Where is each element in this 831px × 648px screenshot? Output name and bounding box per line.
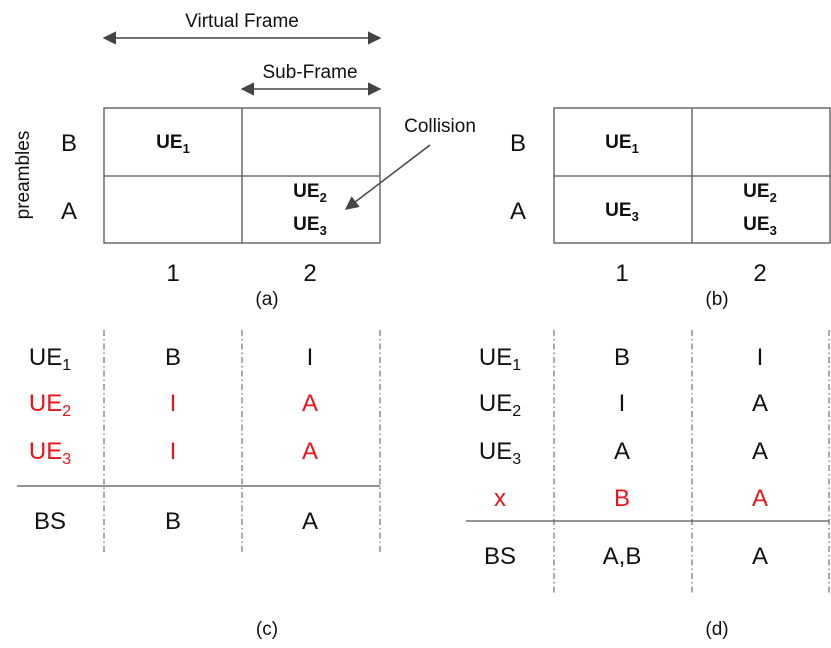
virtual-frame-label: Virtual Frame bbox=[185, 11, 299, 32]
grid-b-col-label-2: 2 bbox=[753, 260, 766, 287]
sub-frame-label: Sub-Frame bbox=[262, 62, 357, 83]
table-d: UE1 B I UE2 I A UE3 A A x B A BS A,B A (… bbox=[466, 330, 830, 640]
grid-a-row-label-a: A bbox=[61, 198, 77, 225]
grid-a-cell-a2-first: UE2 bbox=[293, 181, 327, 205]
table-d-row-x-sub2: A bbox=[752, 485, 768, 512]
table-d-bs-name: BS bbox=[484, 543, 516, 570]
table-d-row-ue3-name: UE3 bbox=[479, 438, 521, 468]
table-d-row-ue3-sub2: A bbox=[752, 438, 768, 465]
table-c-row-ue3-sub2: A bbox=[302, 438, 318, 465]
grid-a-cell-a2-second: UE3 bbox=[293, 214, 327, 238]
table-c-row-ue1-sub1: B bbox=[165, 344, 181, 371]
table-d-row-ue2-sub1: I bbox=[619, 390, 626, 417]
grid-b-cell-a2-second: UE3 bbox=[743, 214, 777, 238]
grid-a: B A UE1 UE2 UE3 1 2 (a) bbox=[61, 107, 381, 310]
grid-b-row-label-a: A bbox=[510, 198, 526, 225]
table-c-row-ue2-sub1: I bbox=[170, 390, 177, 417]
table-d-row-ue1-name: UE1 bbox=[479, 344, 521, 374]
preambles-axis-label: preambles bbox=[13, 131, 34, 220]
table-d-row-ue2-sub2: A bbox=[752, 390, 768, 417]
table-c-row-ue3-sub1: I bbox=[170, 438, 177, 465]
table-d-row-x-name: x bbox=[494, 485, 506, 512]
table-c-row-ue1-name: UE1 bbox=[29, 344, 71, 374]
table-d-caption: (d) bbox=[705, 619, 728, 640]
grid-b-caption: (b) bbox=[705, 289, 728, 310]
grid-a-row-label-b: B bbox=[61, 130, 77, 157]
table-c-bs-name: BS bbox=[34, 508, 66, 535]
table-d-row-x-sub1: B bbox=[614, 485, 630, 512]
grid-b: B A UE1 UE3 UE2 UE3 1 2 (b) bbox=[510, 107, 831, 310]
grid-a-caption: (a) bbox=[255, 289, 278, 310]
table-d-row-ue3-sub1: A bbox=[614, 438, 630, 465]
table-c-row-ue2-name: UE2 bbox=[29, 390, 71, 420]
table-d-row-ue1-sub1: B bbox=[614, 344, 630, 371]
table-d-bs-sub2: A bbox=[752, 543, 768, 570]
grid-b-cell-b1: UE1 bbox=[605, 132, 639, 156]
grid-b-cell-a1: UE3 bbox=[605, 200, 639, 224]
grid-a-col-label-1: 1 bbox=[166, 260, 179, 287]
grid-b-col-label-1: 1 bbox=[615, 260, 628, 287]
table-c: UE1 B I UE2 I A UE3 I A BS B A (c) bbox=[17, 330, 381, 640]
collision-label: Collision bbox=[404, 116, 476, 137]
table-c-row-ue2-sub2: A bbox=[302, 390, 318, 417]
table-c-bs-sub2: A bbox=[302, 508, 318, 535]
table-c-row-ue1-sub2: I bbox=[307, 344, 314, 371]
grid-a-cell-b1: UE1 bbox=[156, 132, 190, 156]
table-d-row-ue2-name: UE2 bbox=[479, 390, 521, 420]
grid-b-row-label-b: B bbox=[510, 130, 526, 157]
table-c-bs-sub1: B bbox=[165, 508, 181, 535]
grid-b-cell-a2-first: UE2 bbox=[743, 181, 777, 205]
table-d-bs-sub1: A,B bbox=[603, 543, 642, 570]
table-d-row-ue1-sub2: I bbox=[757, 344, 764, 371]
table-c-caption: (c) bbox=[256, 619, 278, 640]
collision-arrow bbox=[344, 144, 431, 210]
grid-a-col-label-2: 2 bbox=[303, 260, 316, 287]
table-c-row-ue3-name: UE3 bbox=[29, 438, 71, 468]
